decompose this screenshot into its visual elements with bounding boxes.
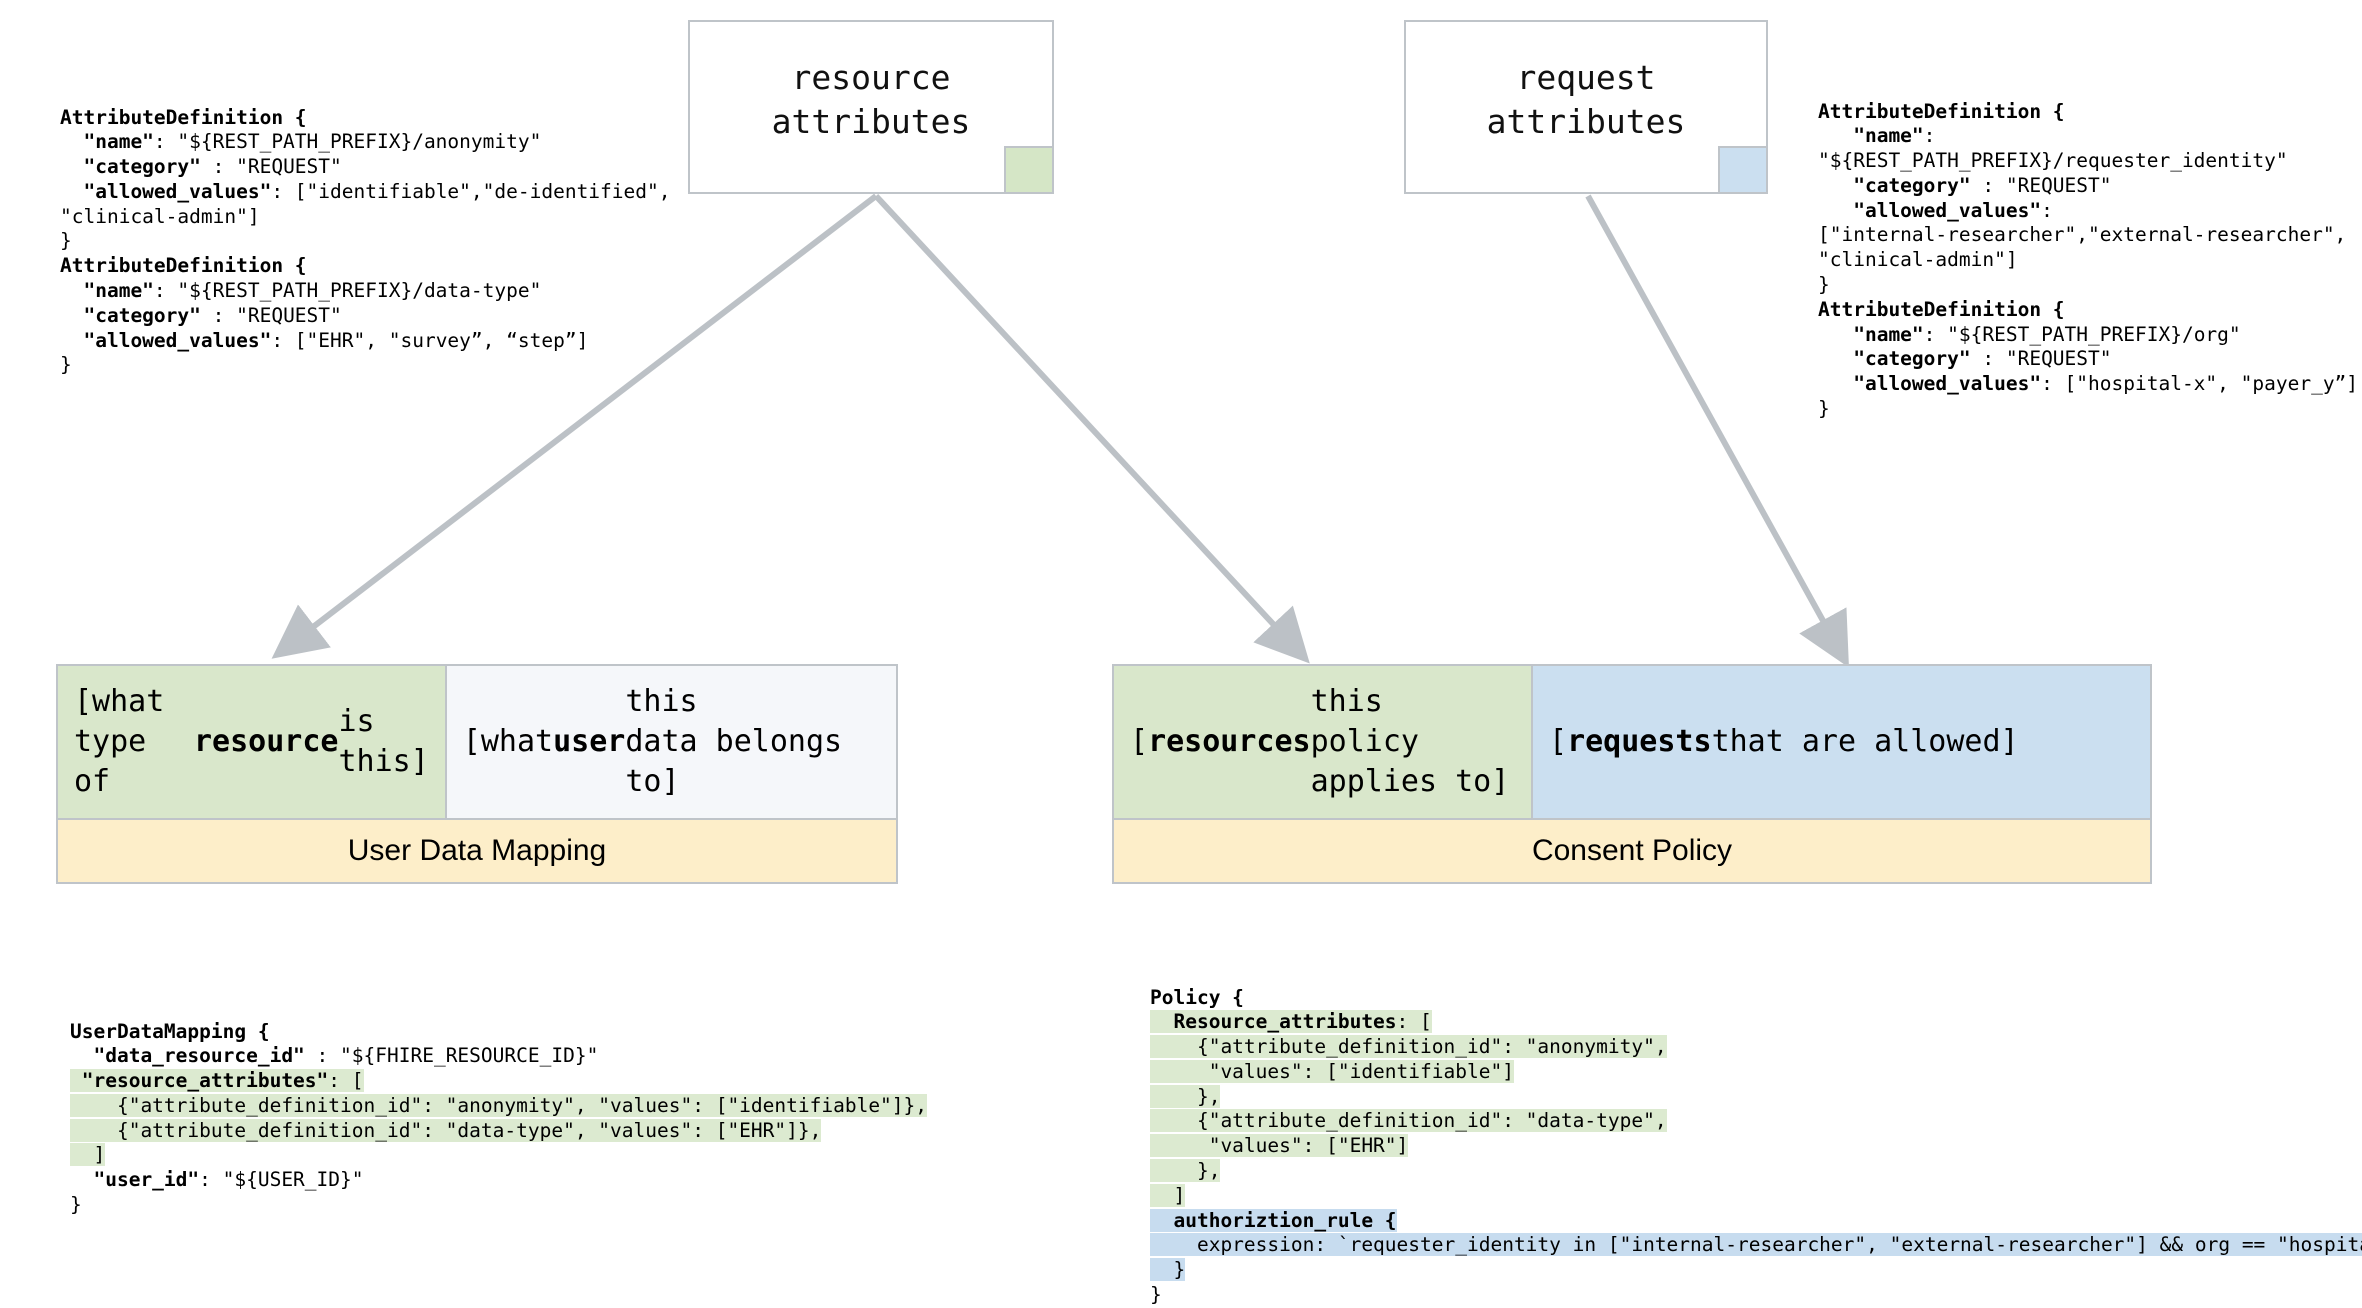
code-line: "name": "${REST_PATH_PREFIX}/data-type"	[60, 279, 542, 303]
code-line: "category" : "REQUEST"	[1818, 173, 2112, 197]
code-line: ]	[70, 1143, 106, 1167]
user-data-mapping-code: UserDataMapping { "data_resource_id" : "…	[70, 1019, 928, 1218]
code-line: "allowed_values": ["identifiable","de-id…	[60, 179, 671, 203]
code-line: "allowed_values": ["EHR", "survey”, “ste…	[60, 328, 589, 352]
user-data-mapping-card[interactable]: [what type of resource is this] [what us…	[56, 664, 898, 884]
arrow-request-to-consent-policy	[1585, 194, 1849, 668]
code-line: },	[1150, 1084, 1221, 1108]
code-line: "clinical-admin"]	[1818, 248, 2018, 272]
code-line: "name": "${REST_PATH_PREFIX}/anonymity"	[60, 130, 542, 154]
code-line: {"attribute_definition_id": "data-type",…	[70, 1118, 822, 1142]
user-data-mapping-resource-cell[interactable]: [what type of resource is this]	[58, 666, 447, 818]
consent-policy-resource-cell[interactable]: [resources this policy applies to]	[1114, 666, 1533, 818]
code-line: "resource_attributes": [	[70, 1069, 364, 1093]
code-line: "allowed_values": ["hospital-x", "payer_…	[1818, 372, 2359, 396]
code-line: UserDataMapping {	[70, 1019, 270, 1043]
code-line: }	[70, 1193, 82, 1217]
code-line: authoriztion_rule {	[1150, 1208, 1397, 1232]
code-line: "values": ["identifiable"]	[1150, 1059, 1514, 1083]
code-line: }	[60, 229, 72, 253]
code-line: "${REST_PATH_PREFIX}/requester_identity"	[1818, 149, 2288, 173]
code-line: AttributeDefinition {	[1818, 99, 2065, 123]
user-data-mapping-user-cell[interactable]: [what user this data belongs to]	[446, 666, 896, 818]
resource-attributes-box[interactable]: resource attributes	[688, 20, 1054, 194]
code-line: Resource_attributes: [	[1150, 1010, 1432, 1034]
request-blue-swatch	[1718, 146, 1768, 194]
consent-policy-request-cell[interactable]: [requests that are allowed]	[1533, 666, 2150, 818]
resource-attributes-label: resource attributes	[771, 57, 971, 141]
code-line: }	[1818, 273, 1830, 297]
code-line: AttributeDefinition {	[60, 105, 307, 129]
code-line: Policy {	[1150, 985, 1244, 1009]
code-line: ["internal-researcher","external-researc…	[1818, 223, 2347, 247]
arrow-resource-to-consent-policy	[873, 193, 1310, 664]
code-line: "name": "${REST_PATH_PREFIX}/org"	[1818, 322, 2241, 346]
code-line: expression: `requester_identity in ["int…	[1150, 1233, 2362, 1257]
user-data-mapping-body: [what type of resource is this] [what us…	[58, 666, 896, 818]
code-line: ]	[1150, 1183, 1186, 1207]
code-line: "clinical-admin"]	[60, 204, 260, 228]
code-line: }	[1150, 1258, 1186, 1282]
code-line: {"attribute_definition_id": "anonymity",…	[70, 1093, 928, 1117]
request-attributes-label: request attributes	[1486, 57, 1686, 141]
code-line: "category" : "REQUEST"	[60, 155, 342, 179]
code-line: {"attribute_definition_id": "data-type",	[1150, 1109, 1667, 1133]
code-line: "allowed_values":	[1818, 198, 2053, 222]
consent-policy-card[interactable]: [resources this policy applies to] [requ…	[1112, 664, 2152, 884]
code-line: "category" : "REQUEST"	[1818, 347, 2112, 371]
code-line: }	[1818, 397, 1830, 421]
consent-policy-body: [resources this policy applies to] [requ…	[1114, 666, 2150, 818]
code-line: "values": ["EHR"]	[1150, 1134, 1409, 1158]
consent-policy-code: Policy { Resource_attributes: [ {"attrib…	[1150, 986, 2362, 1308]
code-line: },	[1150, 1159, 1221, 1183]
code-line: "category" : "REQUEST"	[60, 303, 342, 327]
code-line: "name":	[1818, 124, 1936, 148]
code-line: AttributeDefinition {	[60, 254, 307, 278]
attribute-definitions-request-code: AttributeDefinition { "name": "${REST_PA…	[1818, 100, 2358, 422]
code-line: }	[60, 353, 72, 377]
resource-green-swatch	[1004, 146, 1054, 194]
code-line: {"attribute_definition_id": "anonymity",	[1150, 1035, 1667, 1059]
code-line: "data_resource_id" : "${FHIRE_RESOURCE_I…	[70, 1044, 599, 1068]
code-line: }	[1150, 1283, 1162, 1307]
code-line: "user_id": "${USER_ID}"	[70, 1168, 364, 1192]
user-data-mapping-footer: User Data Mapping	[58, 818, 896, 882]
code-line: AttributeDefinition {	[1818, 297, 2065, 321]
consent-policy-footer: Consent Policy	[1114, 818, 2150, 882]
attribute-definitions-resource-code: AttributeDefinition { "name": "${REST_PA…	[60, 106, 671, 379]
request-attributes-box[interactable]: request attributes	[1404, 20, 1768, 194]
